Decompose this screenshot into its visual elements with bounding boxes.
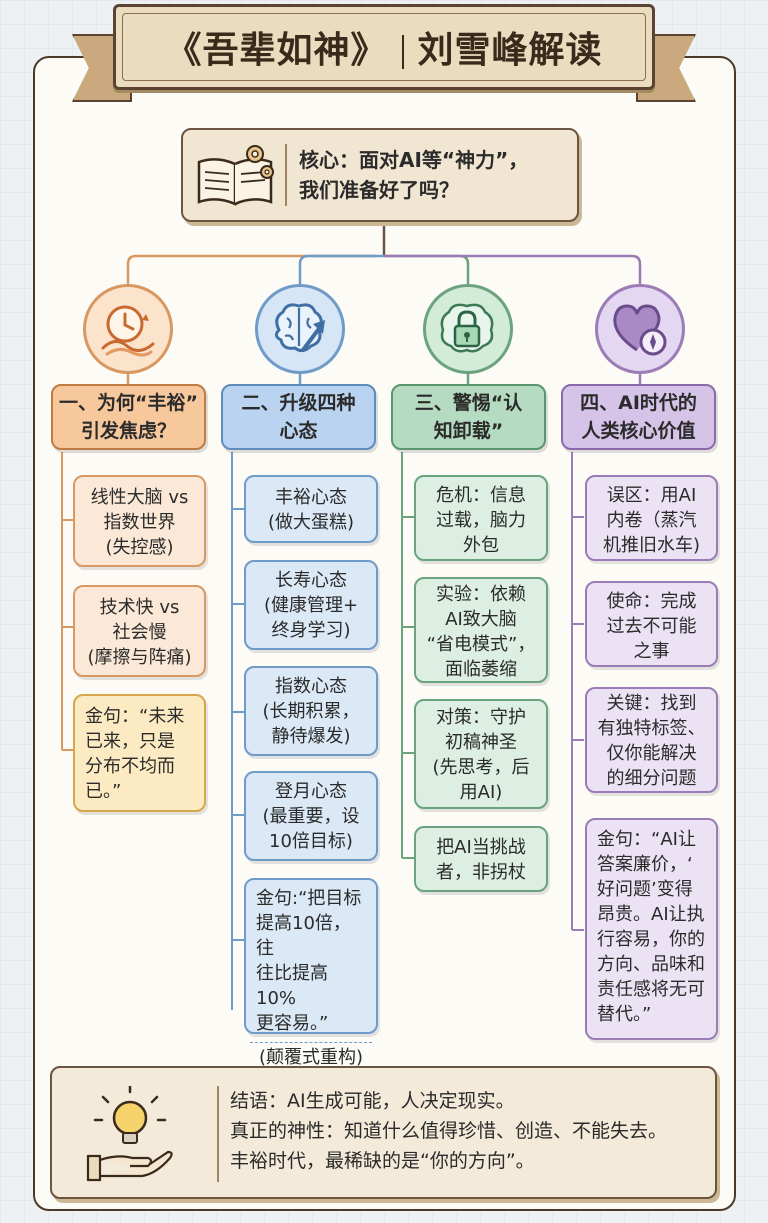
card-longevity-mindset: 长寿心态(健康管理+终身学习): [244, 560, 378, 650]
conclusion-box: 结语：AI生成可能，人决定现实。 真正的神性：知道什么值得珍惜、创造、不能失去。…: [50, 1066, 717, 1199]
column-header-3: 三、警惕“认知卸载”: [391, 384, 546, 450]
page-title: 《吾辈如神》刘雪峰解读: [165, 30, 603, 71]
core-question-box: 核心：面对AI等“神力”， 我们准备好了吗？: [181, 128, 579, 222]
card-strategy: 对策：守护初稿神圣(先思考，后用AI): [414, 699, 548, 809]
card-challenger: 把AI当挑战者，非拐杖: [414, 826, 548, 892]
card-quote-future: 金句：“未来已来，只是分布不均而已。”: [73, 694, 206, 812]
conclusion-line-3: 丰裕时代，最稀缺的是“你的方向”。: [230, 1150, 535, 1172]
card-mission: 使命：完成过去不可能之事: [585, 581, 718, 667]
heart-compass-icon: [595, 284, 685, 374]
lock-brain-icon: [423, 284, 513, 374]
core-line-1: 核心：面对AI等“神力”，: [299, 148, 529, 172]
card-abundance-mindset: 丰裕心态(做大蛋糕): [244, 475, 378, 543]
card-quote-ai: 金句：“AI让答案廉价，‘好问题’变得昂贵。AI让执行容易，你的方向、品味和责任…: [585, 818, 718, 1040]
card-exponential-mindset: 指数心态(长期积累，静待爆发): [244, 666, 378, 756]
clock-wave-icon: [83, 284, 173, 374]
column-header-2: 二、升级四种心态: [221, 384, 376, 450]
title-banner: 《吾辈如神》刘雪峰解读: [113, 4, 655, 90]
card-quote-10x-footer: (颠覆式重构): [258, 1047, 364, 1068]
conclusion-line-2: 真正的神性：知道什么值得珍惜、创造、不能失去。: [230, 1120, 668, 1142]
brain-arrow-icon: [255, 284, 345, 374]
conclusion-line-1: 结语：AI生成可能，人决定现实。: [230, 1090, 515, 1112]
book-gear-icon: [197, 145, 274, 206]
core-line-2: 我们准备好了吗？: [299, 178, 459, 202]
card-crisis: 危机：信息过载，脑力外包: [414, 475, 548, 561]
column-header-1: 一、为何“丰裕”引发焦虑？: [51, 384, 206, 450]
column-header-4: 四、AI时代的人类核心价值: [561, 384, 716, 450]
card-key: 关键：找到有独特标签、仅你能解决的细分问题: [585, 687, 718, 793]
card-quote-10x: 金句:“把目标提高10倍，往往比提高10%更容易。” (颠覆式重构): [244, 878, 378, 1068]
lightbulb-hand-icon: [86, 1086, 173, 1182]
